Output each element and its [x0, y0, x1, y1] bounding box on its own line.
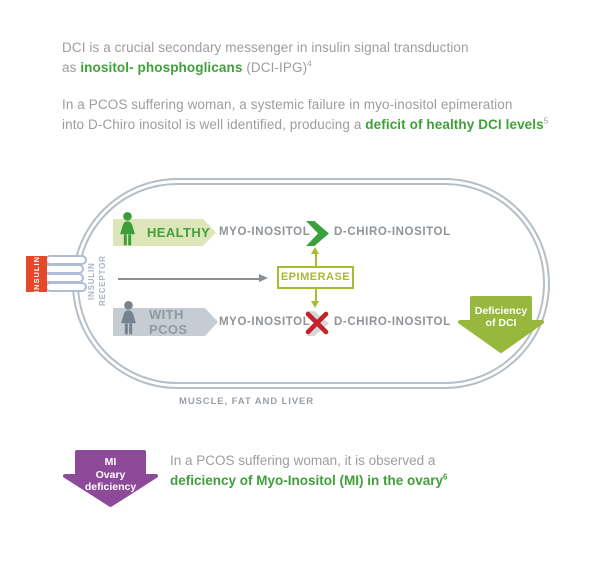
healthy-banner-label: HEALTHY [147, 225, 211, 240]
intro-p2-line1: In a PCOS suffering woman, a systemic fa… [62, 97, 513, 112]
footer-line1: In a PCOS suffering woman, it is observe… [170, 453, 436, 468]
insulin-receptor-label: INSULIN RECEPTOR [87, 255, 107, 307]
deficiency-of-dci-arrow [458, 296, 544, 353]
intro-paragraph-2: In a PCOS suffering woman, a systemic fa… [62, 95, 548, 135]
reference-5: 5 [543, 116, 549, 126]
pcos-d-chiro-inositol-label: D-CHIRO-INOSITOL [334, 316, 451, 328]
highlight-deficit-dci: deficit of healthy DCI levels [365, 117, 544, 132]
highlight-inositol-phosphoglicans: inositol- phosphoglicans [80, 60, 243, 75]
intro-p2-line2: into D-Chiro inositol is well identified… [62, 116, 549, 132]
receptor-coil-segment [45, 282, 87, 292]
mi-ovary-deficiency-text: MI Ovary deficiency [84, 456, 137, 493]
intro-p1-line2: as inositol- phosphoglicans (DCI-IPG)4 [62, 59, 312, 75]
insulin-label: INSULIN [32, 255, 41, 293]
epimerase-up-arrow-head-icon [311, 247, 319, 254]
epimerase-box: EPIMERASE [277, 266, 354, 289]
reference-4: 4 [307, 59, 312, 69]
insulin-label-box: INSULIN [26, 255, 47, 293]
healthy-woman-icon [120, 212, 135, 246]
intro-paragraph-1: DCI is a crucial secondary messenger in … [62, 38, 469, 78]
pcos-myo-inositol-label: MYO-INOSITOL [219, 316, 311, 328]
pcos-banner-label: WITH PCOS [149, 307, 188, 337]
healthy-myo-inositol-label: MYO-INOSITOL [219, 226, 311, 238]
deficiency-of-dci-text: Deficiency of DCI [474, 305, 528, 329]
healthy-d-chiro-inositol-label: D-CHIRO-INOSITOL [334, 226, 451, 238]
epimerase-up-arrow-line [315, 253, 317, 266]
intro-p1-line1: DCI is a crucial secondary messenger in … [62, 40, 469, 55]
conversion-chevron-icon [306, 221, 329, 246]
footer-line2: deficiency of Myo-Inositol (MI) in the o… [170, 472, 448, 488]
reference-6: 6 [443, 472, 448, 482]
signal-arrow-line [118, 278, 261, 280]
mi-ovary-deficiency-arrow [63, 450, 158, 507]
signal-arrow-head-icon [259, 274, 268, 282]
cell-caption: MUSCLE, FAT AND LIVER [179, 396, 315, 407]
red-cross-icon [305, 311, 329, 335]
epimerase-down-arrow-line [315, 289, 317, 301]
pcos-woman-icon [121, 301, 136, 335]
blocked-chevron-icon [306, 311, 329, 336]
epimerase-down-arrow-head-icon [311, 301, 319, 308]
